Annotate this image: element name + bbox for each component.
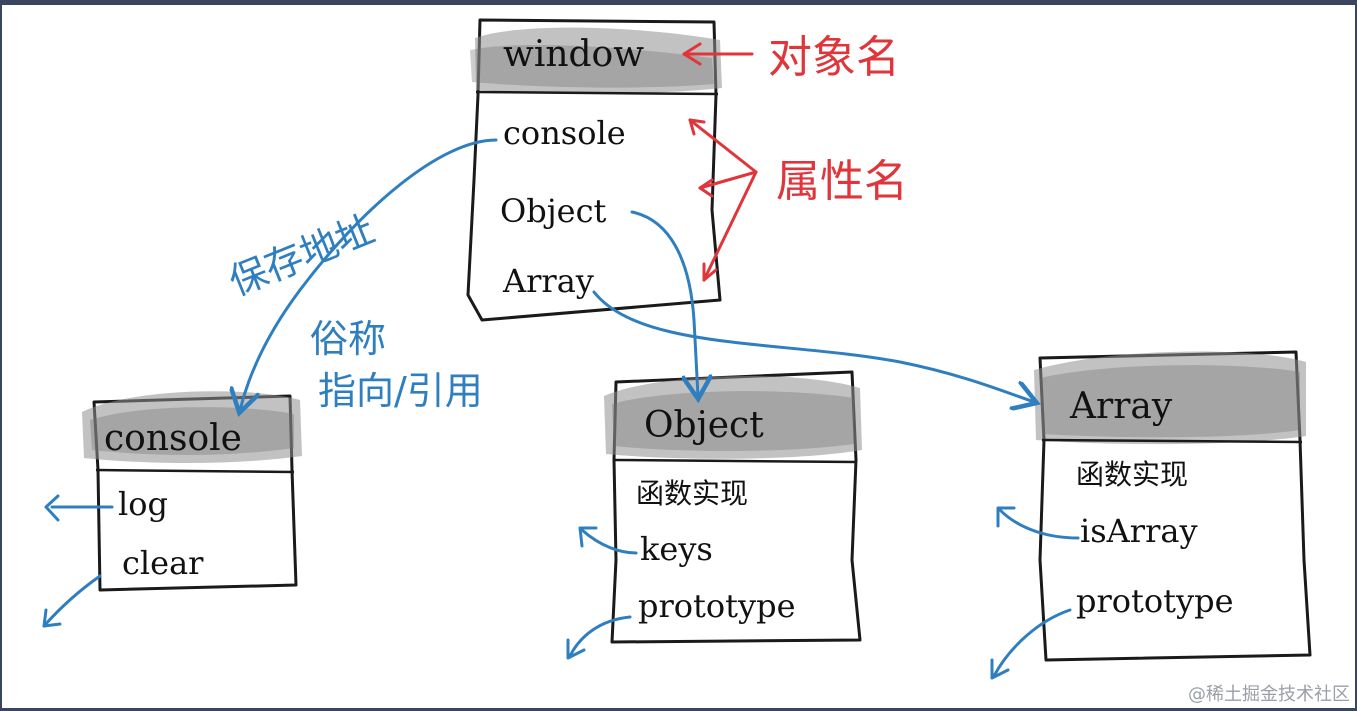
alias-label-2: 指向/引用 — [318, 369, 483, 413]
keys-out-arrow — [580, 528, 638, 555]
property-name-label: 属性名 — [776, 156, 908, 207]
array-prototype-out-arrow — [992, 608, 1072, 678]
array-reference-arrow — [592, 290, 1034, 402]
object-item-keys: keys — [640, 530, 713, 568]
window-item-object: Object — [500, 192, 607, 230]
property-arrow-array — [702, 170, 758, 282]
console-item-log: log — [118, 485, 168, 523]
array-item-impl: 函数实现 — [1076, 458, 1188, 491]
object-prototype-out-arrow — [568, 615, 632, 658]
console-item-clear: clear — [122, 544, 204, 582]
property-arrow-console — [688, 118, 758, 174]
array-box: Array 函数实现 isArray prototype — [1034, 350, 1312, 662]
red-annotations — [682, 42, 758, 282]
window-title: window — [503, 34, 644, 75]
array-item-isarray: isArray — [1080, 512, 1198, 550]
window-item-array: Array — [502, 262, 594, 300]
window-item-console: console — [503, 114, 626, 152]
watermark: @稀土掘金技术社区 — [1188, 684, 1350, 705]
window-box: window console Object Array — [466, 18, 722, 322]
array-title: Array — [1069, 386, 1173, 427]
object-box: Object 函数实现 keys prototype — [604, 370, 862, 644]
object-name-label: 对象名 — [768, 32, 900, 83]
clear-out-arrow — [42, 574, 102, 628]
object-item-impl: 函数实现 — [636, 477, 748, 510]
property-arrow-object — [698, 170, 758, 190]
outgoing-arrows — [42, 494, 1080, 680]
console-title: console — [104, 418, 242, 459]
alias-label-1: 俗称 — [310, 317, 386, 361]
array-item-prototype: prototype — [1076, 582, 1234, 620]
isarray-out-arrow — [998, 508, 1080, 540]
object-title: Object — [644, 405, 764, 446]
console-box: console log clear — [82, 391, 302, 592]
console-reference-arrow — [240, 138, 498, 410]
object-reference-arrow — [630, 210, 698, 396]
object-item-prototype: prototype — [638, 587, 796, 625]
